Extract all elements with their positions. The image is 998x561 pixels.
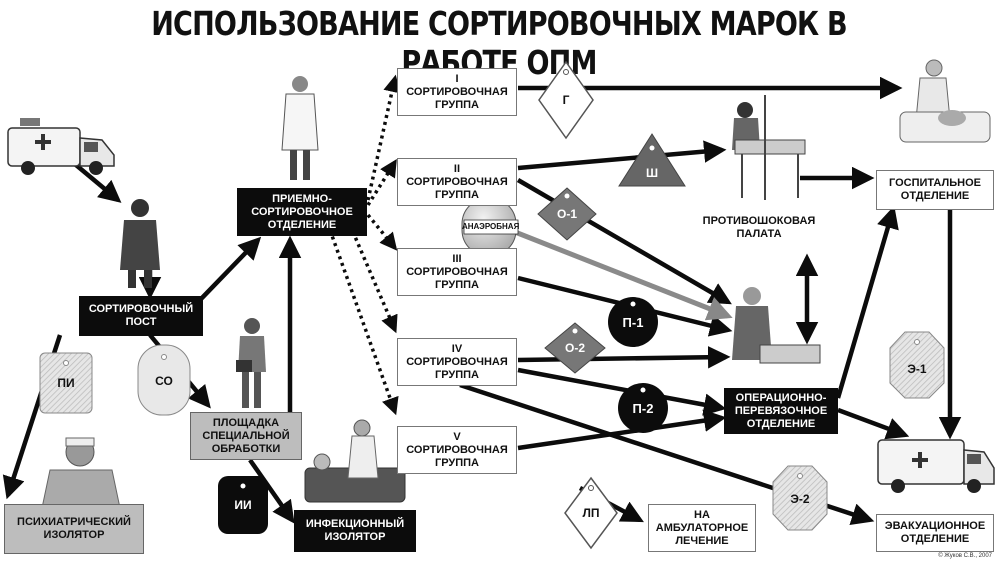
node-priemno: ПРИЕМНО- СОРТИРОВОЧНОЕ ОТДЕЛЕНИЕ — [237, 188, 367, 236]
psych-patient-icon — [41, 437, 121, 509]
node-psych: ПСИХИАТРИЧЕСКИЙ ИЗОЛЯТОР — [4, 504, 144, 554]
tag-o1 — [537, 187, 597, 241]
node-hospital: ГОСПИТАЛЬНОЕ ОТДЕЛЕНИЕ — [876, 170, 994, 210]
tag-so-label: СО — [155, 374, 173, 388]
tag-g-label: Г — [562, 93, 570, 107]
tag-g — [538, 60, 594, 140]
tag-e2-label: Э-2 — [790, 492, 810, 506]
node-group-1: I СОРТИРОВОЧНАЯ ГРУППА — [397, 68, 517, 116]
dotted-arrow-to-g5 — [328, 229, 399, 416]
tag-o2-label: О-2 — [564, 341, 585, 355]
node-ambul: НА АМБУЛАТОРНОЕ ЛЕЧЕНИЕ — [648, 504, 756, 552]
patient-bed-icon — [304, 419, 406, 503]
arrow-g4-to-surgeon — [517, 346, 731, 369]
tag-p2 — [618, 383, 668, 433]
node-shock: ПРОТИВОШОКОВАЯ ПАЛАТА — [702, 215, 816, 240]
arrow-g2-to-shock — [517, 140, 727, 171]
node-operating: ОПЕРАЦИОННО- ПЕРЕВЯЗОЧНОЕ ОТДЕЛЕНИЕ — [724, 388, 838, 434]
node-group-2: II СОРТИРОВОЧНАЯ ГРУППА — [397, 158, 517, 206]
node-group-5: V СОРТИРОВОЧНАЯ ГРУППА — [397, 426, 517, 474]
tag-pi — [39, 352, 93, 414]
arrow-g4-to-operating — [517, 367, 727, 416]
tag-lp-label: ЛП — [582, 506, 600, 520]
tag-o2 — [544, 322, 606, 374]
tag-ii — [218, 476, 268, 534]
dotted-arrow-to-g3 — [366, 213, 398, 251]
stretcher-icon — [732, 95, 806, 200]
tag-e1 — [889, 331, 945, 399]
arrow-g5-to-operating — [517, 409, 727, 451]
ambulance-evac-icon — [877, 439, 995, 493]
tag-so — [137, 344, 191, 416]
node-infect: ИНФЕКЦИОННЫЙ ИЗОЛЯТОР — [294, 510, 416, 552]
tag-p2-label: П-2 — [632, 401, 654, 416]
tag-pi-label: ПИ — [57, 376, 75, 390]
dotted-arrow-to-g2 — [366, 159, 397, 206]
arrow-operating-to-evac — [837, 407, 910, 440]
dotted-arrow-to-g1 — [366, 74, 401, 201]
tag-p1 — [608, 297, 658, 347]
node-special: ПЛОЩАДКА СПЕЦИАЛЬНОЙ ОБРАБОТКИ — [190, 412, 302, 460]
ambulance-icon — [7, 118, 115, 175]
node-sort-post: СОРТИРОВОЧНЫЙ ПОСТ — [79, 296, 203, 336]
tag-sh-label: Ш — [645, 166, 659, 180]
tag-anaerob-label: АНАЭРОБНАЯ — [462, 222, 520, 231]
node-evac: ЭВАКУАЦИОННОЕ ОТДЕЛЕНИЕ — [876, 514, 994, 552]
tag-lp — [564, 476, 618, 550]
protective-suit-person-icon — [236, 318, 266, 408]
tag-o1-label: О-1 — [556, 207, 577, 221]
tag-sh — [618, 133, 686, 187]
arrow-ambulance-to-post — [68, 158, 122, 203]
arrow-special-to-infect — [248, 458, 295, 524]
arrow-post-to-priemno — [198, 236, 262, 302]
arrow-operating-to-hospital — [835, 205, 899, 399]
node-group-4: IV СОРТИРОВОЧНАЯ ГРУППА — [397, 338, 517, 386]
surgeon-icon — [732, 287, 821, 364]
copyright: © Жуков С.В., 2007 — [938, 553, 992, 559]
dotted-arrow-to-g4 — [348, 224, 398, 334]
tag-ii-label: ИИ — [234, 498, 252, 512]
arrow-anaerob-grey — [514, 229, 733, 321]
node-group-3: III СОРТИРОВОЧНАЯ ГРУППА — [397, 248, 517, 296]
tag-p1-label: П-1 — [622, 315, 644, 330]
tag-e1-label: Э-1 — [907, 362, 927, 376]
gas-mask-person-icon — [120, 199, 160, 288]
tag-e2 — [772, 465, 828, 531]
doctor-icon — [281, 76, 319, 180]
nurse-bed-icon — [899, 59, 991, 143]
